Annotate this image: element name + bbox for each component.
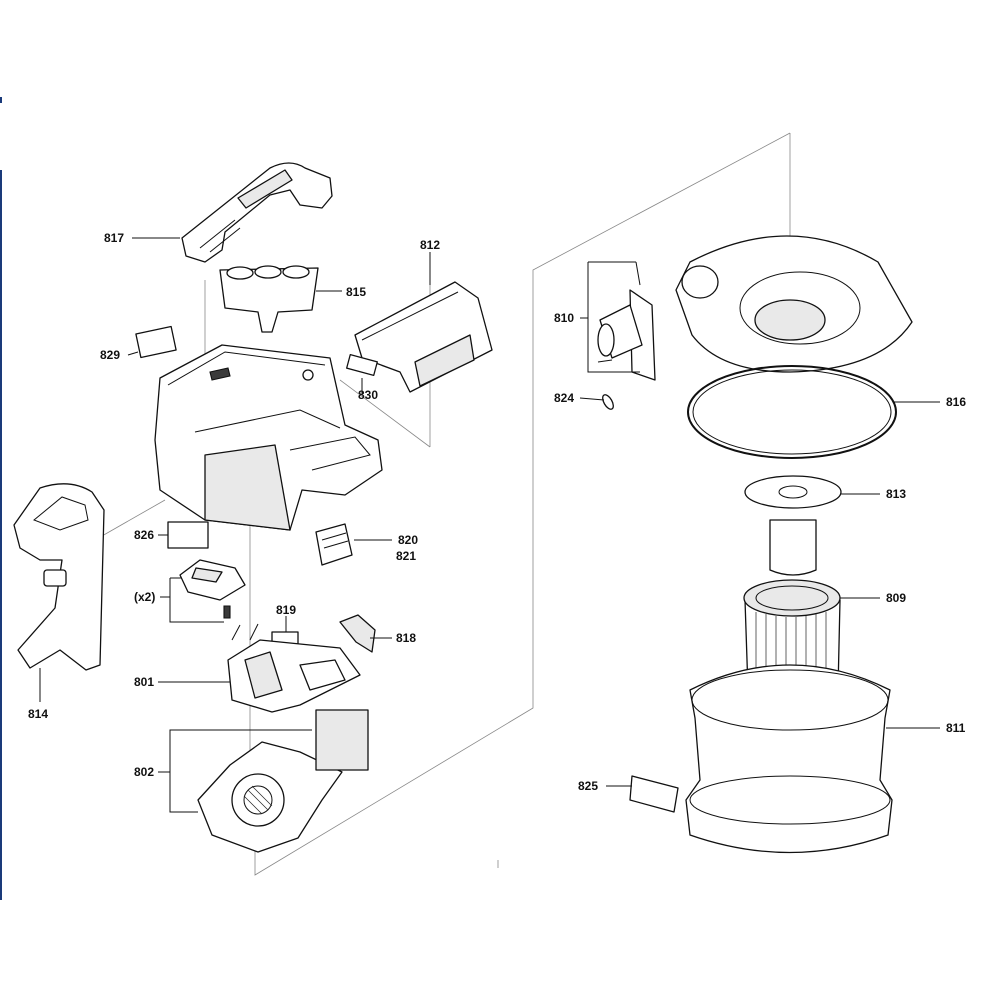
label-824: 819 (276, 603, 297, 617)
part-815-holder (219, 265, 319, 333)
part-head-unit (675, 235, 913, 373)
label-816: 816 (946, 395, 967, 409)
part-825-sticker (629, 775, 679, 813)
part-817-clip (315, 523, 353, 566)
part-819-switch (179, 559, 246, 619)
part-812-cover (354, 281, 493, 393)
label-817-quantity: 821 (396, 549, 417, 563)
part-801-board (227, 623, 361, 713)
label-811: 811 (946, 721, 966, 735)
label-821: 824 (554, 391, 575, 405)
label-810: 810 (554, 311, 575, 325)
label-825: 825 (578, 779, 599, 793)
label-829: 829 (100, 348, 121, 362)
part-829-sticker (135, 325, 177, 359)
label-814: 814 (28, 707, 49, 721)
label-826: 826 (134, 528, 155, 542)
part-830-sticker (346, 353, 378, 377)
part-826-sticker (167, 521, 209, 549)
part-818-handle (181, 162, 333, 263)
label-817: 820 (398, 533, 419, 547)
label-812: 812 (420, 238, 441, 252)
label-830: 830 (358, 388, 379, 402)
part-810-adapter (597, 261, 656, 381)
label-813: 813 (886, 487, 907, 501)
part-816-ring (687, 365, 897, 459)
part-housing (154, 344, 383, 531)
part-821-seal (602, 394, 614, 410)
label-819: (x2) (134, 590, 156, 604)
part-816-ring-inner (692, 369, 892, 455)
part-820-clip (339, 614, 376, 653)
edge-mark-top (0, 97, 2, 103)
label-809: 809 (886, 591, 907, 605)
label-815: 815 (346, 285, 367, 299)
part-802-motor (197, 709, 369, 853)
part-811-drum (685, 664, 893, 854)
leader-lines (39, 237, 940, 813)
label-818: 817 (104, 231, 125, 245)
edge-mark-left (0, 170, 2, 900)
part-814-side-handle (13, 483, 105, 671)
part-813-filter-cap (744, 475, 842, 576)
label-820: 818 (396, 631, 417, 645)
label-801: 801 (134, 675, 155, 689)
label-802: 802 (134, 765, 155, 779)
